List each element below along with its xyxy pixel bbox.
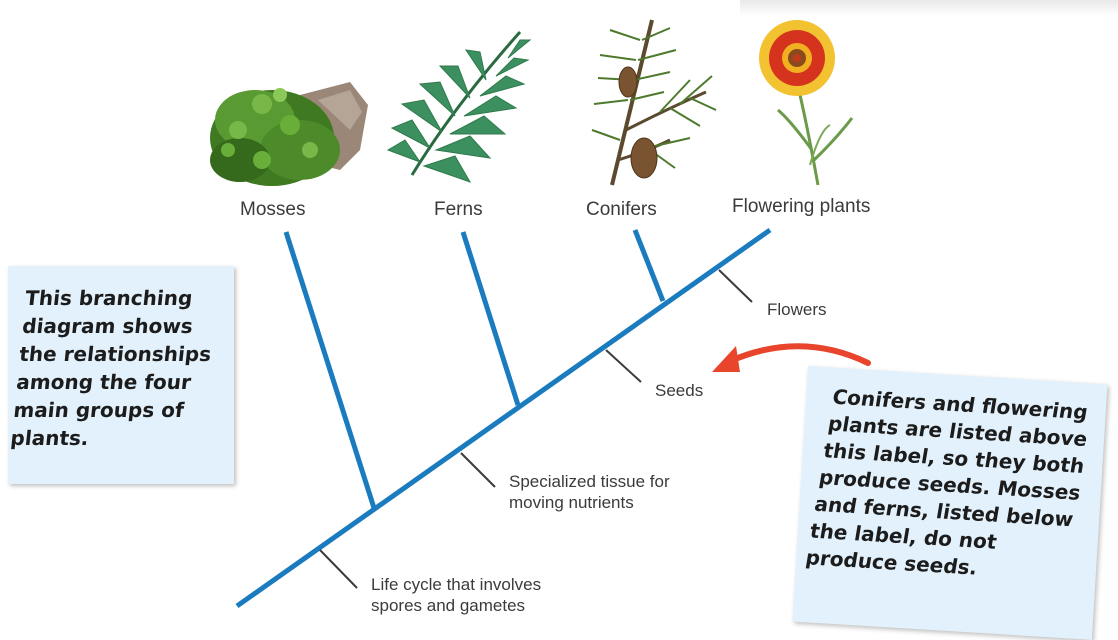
flowers-tick [719,270,752,302]
note-left-text: This branching diagram shows the relatio… [9,284,237,452]
trait-flowers: Flowers [767,299,827,320]
label-mosses: Mosses [240,199,305,221]
trait-specialized-tissue: Specialized tissue for moving nutrients [509,471,670,513]
moss-icon [210,82,368,186]
label-flowering-plants: Flowering plants [732,196,870,218]
branch-lines [237,230,770,606]
flower-icon [759,20,852,185]
trait-ticks [320,270,752,588]
note-branching-diagram: This branching diagram shows the relatio… [8,266,234,484]
note-right-text: Conifers and flowering plants are listed… [804,384,1105,588]
trait-lifecycle-line1: Life cycle that involves [371,574,541,595]
trait-lifecycle-line2: spores and gametes [371,595,541,616]
trait-seeds: Seeds [655,380,703,401]
lifecycle-tick [320,550,357,588]
ferns-branch [463,232,518,405]
trait-life-cycle: Life cycle that involves spores and game… [371,574,541,616]
conifer-icon [592,20,716,185]
fern-icon [388,32,530,182]
note-seeds-explanation: Conifers and flowering plants are listed… [792,366,1107,640]
trait-tissue-line1: Specialized tissue for [509,471,670,492]
conifers-branch [635,230,663,301]
seeds-tick [606,350,641,382]
label-conifers: Conifers [586,199,657,221]
label-ferns: Ferns [434,199,483,221]
tissue-tick [461,453,495,487]
mosses-branch [286,232,374,508]
main-branch [237,230,770,606]
trait-tissue-line2: moving nutrients [509,492,670,513]
